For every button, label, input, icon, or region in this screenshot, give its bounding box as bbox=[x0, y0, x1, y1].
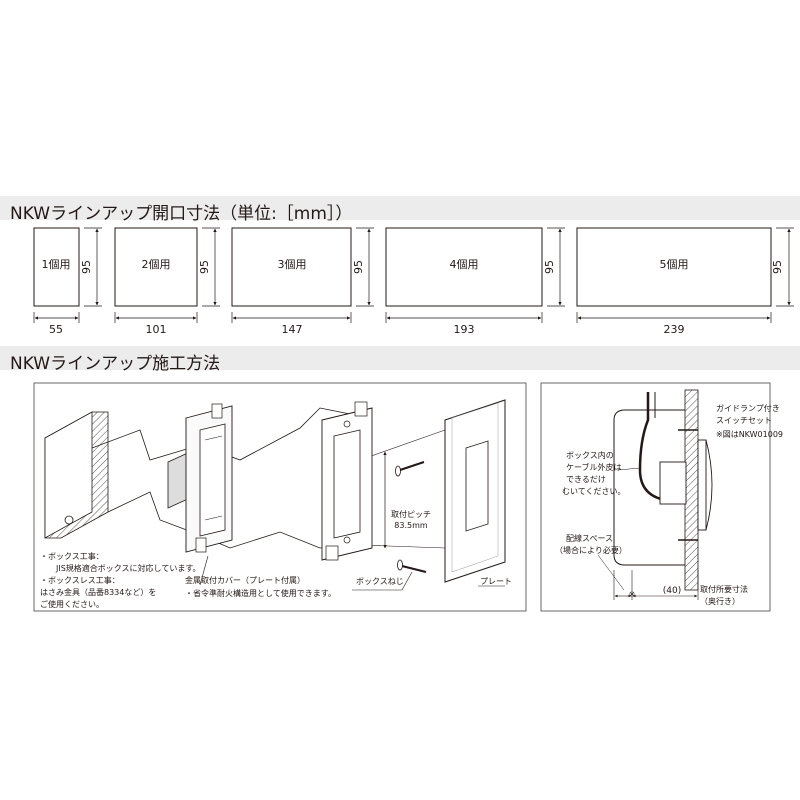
outline-top bbox=[91, 407, 361, 461]
section1-title: NKWラインアップ開口寸法（単位:［mm］） bbox=[10, 204, 353, 224]
section1-header: NKWラインアップ開口寸法（単位:［mm］） bbox=[0, 196, 800, 224]
label-cable1: ボックス内の bbox=[566, 450, 614, 460]
opening-box-2: 2個用 101 95 bbox=[114, 227, 220, 336]
note-box-work-detail: JIS規格適合ボックスに対応しています。 bbox=[55, 563, 201, 573]
box-width: 101 bbox=[146, 323, 167, 336]
install-panel-right: ※ (40) ガイドランプ付き スイッチセット ※図はNKW01009 ボックス… bbox=[540, 382, 783, 612]
box-width: 193 bbox=[454, 323, 475, 336]
section2-title: NKWラインアップ施工方法 bbox=[10, 354, 221, 374]
pitch-value: 83.5mm bbox=[394, 521, 428, 530]
box-height: 95 bbox=[80, 260, 93, 274]
box-width: 55 bbox=[49, 323, 63, 336]
label-guide2: スイッチセット bbox=[716, 416, 772, 425]
box-label: 2個用 bbox=[142, 258, 171, 271]
box-screw-lower bbox=[397, 559, 427, 573]
box-screw-upper bbox=[395, 461, 425, 477]
cover-plate bbox=[444, 399, 506, 583]
note-box-work: ・ボックス工事： bbox=[40, 551, 104, 561]
box-height: 95 bbox=[771, 260, 784, 274]
label-space1: 配線スペース bbox=[566, 533, 613, 543]
label-guide3: ※図はNKW01009 bbox=[716, 430, 783, 439]
plate-section bbox=[697, 439, 707, 531]
screw-hole-icon bbox=[64, 515, 74, 525]
wall-section bbox=[44, 411, 109, 539]
dim-mark: ※ bbox=[629, 590, 636, 599]
opening-box-5: 5個用 239 95 bbox=[576, 227, 794, 336]
metal-frame bbox=[321, 401, 373, 561]
pitch-label: 取付ピッチ bbox=[391, 509, 431, 519]
note-boxless: ・ボックスレス工事： bbox=[40, 575, 120, 585]
label-metal-cover-note: ・省令準耐火構造用として使用できます。 bbox=[185, 588, 336, 598]
label-cable4: むいてください。 bbox=[562, 487, 626, 496]
outlet-box bbox=[613, 409, 685, 566]
label-metal-cover: 金属取付カバー（プレート付属） bbox=[185, 575, 305, 585]
box-label: 5個用 bbox=[660, 258, 689, 271]
label-box-screw: ボックスねじ bbox=[356, 577, 404, 586]
switch-device bbox=[167, 403, 233, 553]
cable bbox=[638, 392, 666, 502]
box-height: 95 bbox=[198, 260, 211, 274]
label-depth1: 取付所要寸法 bbox=[700, 584, 748, 594]
note-boxless-detail1: はさみ金具（品番8334など）を bbox=[40, 587, 156, 597]
note-boxless-detail2: ご使用ください。 bbox=[40, 599, 104, 609]
label-depth2: （奥行き） bbox=[700, 596, 740, 606]
install-panel-left: 取付ピッチ 83.5mm ・ボックス工事： JIS規格適合ボックスに対応していま… bbox=[33, 382, 527, 612]
wall-hatch bbox=[684, 389, 699, 591]
dim-40: (40) bbox=[663, 586, 681, 596]
label-space2: （場合により必要） bbox=[555, 545, 627, 555]
box-height: 95 bbox=[543, 260, 556, 274]
opening-box-1: 1個用 55 95 bbox=[33, 227, 102, 336]
box-width: 147 bbox=[282, 323, 303, 336]
opening-box-3: 3個用 147 95 bbox=[231, 227, 374, 336]
label-plate: プレート bbox=[480, 577, 512, 586]
box-width: 239 bbox=[664, 323, 685, 336]
switch-body bbox=[659, 461, 687, 505]
box-label: 4個用 bbox=[450, 258, 479, 271]
box-label: 3個用 bbox=[278, 258, 307, 271]
label-cable2: ケーブル外皮は bbox=[566, 462, 622, 472]
section2-header: NKWラインアップ施工方法 bbox=[0, 346, 800, 374]
box-height: 95 bbox=[352, 260, 365, 274]
label-guide1: ガイドランプ付き bbox=[716, 403, 780, 413]
label-cable3: できるだけ bbox=[566, 475, 606, 484]
box-label: 1個用 bbox=[42, 258, 71, 271]
opening-box-4: 4個用 193 95 bbox=[385, 227, 565, 336]
